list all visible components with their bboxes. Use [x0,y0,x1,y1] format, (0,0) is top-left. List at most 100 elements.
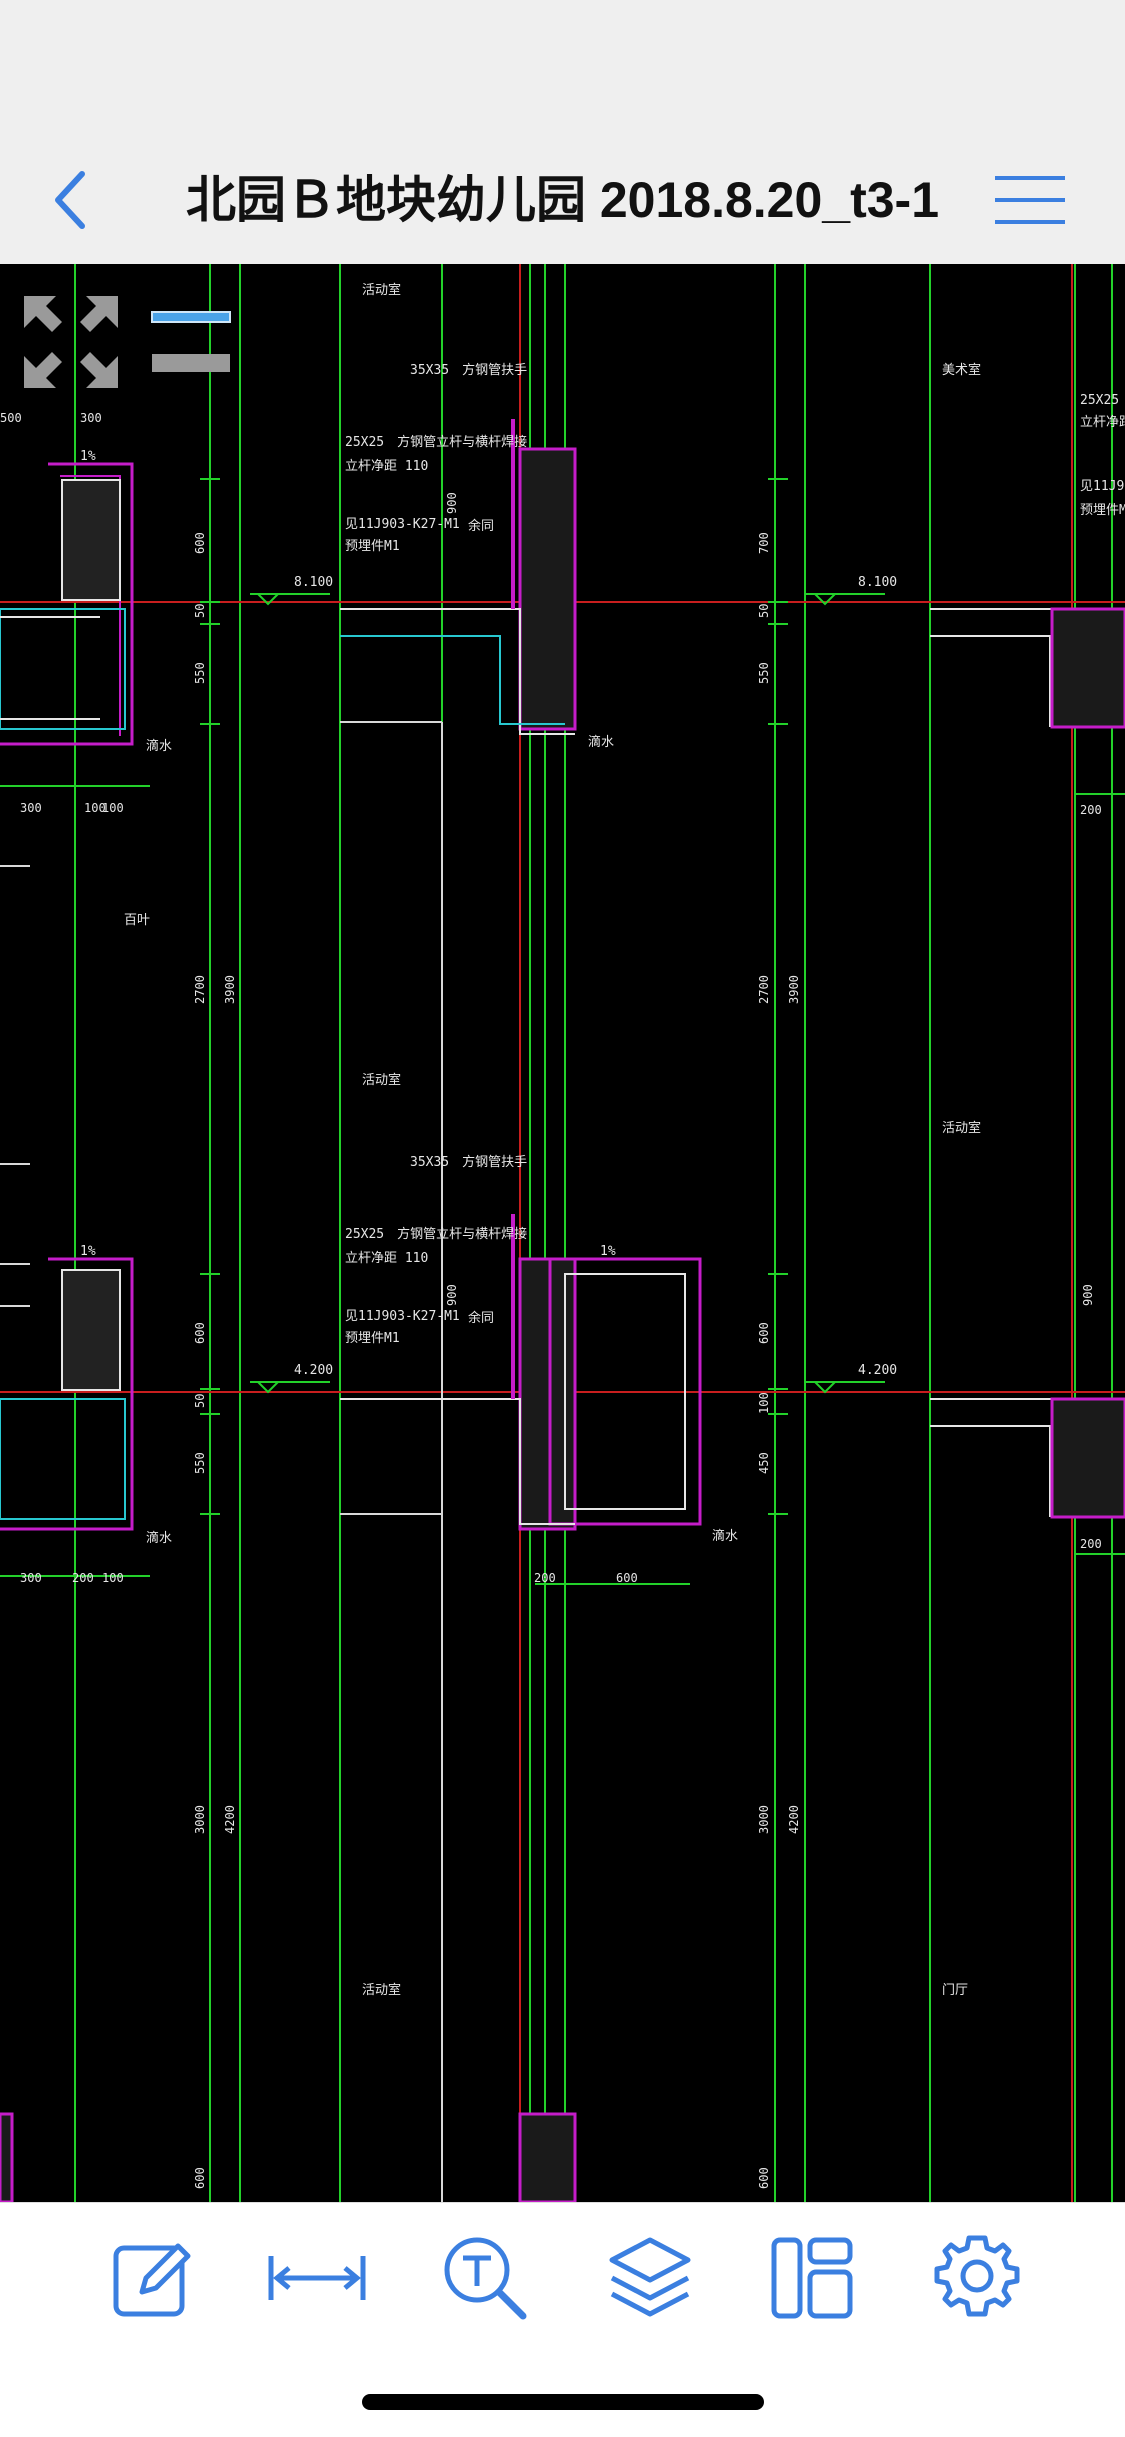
edit-icon [113,2243,191,2317]
text-search-button[interactable] [430,2223,540,2333]
dimension-value: 2700 [757,975,771,1004]
annotation: 立杆净距 [1080,415,1125,430]
annotation: 百叶 [124,913,150,928]
dimension-value: 450 [757,1452,771,1474]
dimension-value: 3900 [787,975,801,1004]
annotation: 余同 [468,1310,494,1326]
lower-left-parapet [0,1257,134,1531]
annotate-button[interactable] [95,2223,205,2333]
document-title: 北园Ｂ地块幼儿园 2018.8.20_t3-1 [185,172,940,228]
bottom-left-stub [0,2112,14,2202]
dimension-value: 600 [616,1571,638,1585]
annotation: 预埋件M [1080,503,1125,518]
layer-toggle-button[interactable] [150,304,232,384]
dimension-value: 700 [757,532,771,554]
annotation: 1% [80,449,96,464]
room-label: 活动室 [942,1120,981,1136]
dimension-value: 200 [534,1571,556,1585]
dimension-value: 600 [193,2167,207,2189]
back-button[interactable] [40,160,100,240]
room-label: 门厅 [942,1983,968,1998]
dimension-value: 550 [193,1452,207,1474]
dimension-value: 900 [1081,1284,1095,1306]
annotation: 25X25 方钢管立杆与横杆焊接 [345,1226,527,1242]
level-value: 4.200 [858,1363,897,1378]
chevron-left-icon [55,171,85,229]
room-label: 活动室 [362,1982,401,1998]
room-label: 活动室 [362,1072,401,1088]
dimension-value: 600 [757,2167,771,2189]
dimension-value: 600 [193,532,207,554]
lower-right-parapet [930,1397,1125,1519]
annotation: 35X35 方钢管扶手 [410,1154,527,1170]
dimension-value: 50 [757,604,771,618]
navigation-bar: 北园Ｂ地块幼儿园 2018.8.20_t3-1 [0,0,1125,264]
dimension-value: 100 [102,1571,124,1585]
floor-lines [0,721,443,2202]
layer-toggle-icon [151,311,231,372]
annotation: 余同 [468,518,494,534]
dimension-value: 300 [80,411,102,425]
measure-icon [268,2256,366,2300]
layout-icon [771,2237,853,2319]
annotation: 见11J903- [1080,479,1125,494]
layers-icon [609,2237,691,2317]
hamburger-menu-icon [995,176,1065,224]
upper-left-parapet [0,462,134,746]
room-label: 美术室 [942,362,981,378]
dimension-value: 300 [20,1571,42,1585]
level-value: 8.100 [858,575,897,590]
dimension-value: 500 [0,411,22,425]
dimension-value: 900 [445,492,459,514]
grid-lines-vertical [74,264,1113,2202]
measure-button[interactable] [262,2223,372,2333]
bottom-parapet-stub [518,2112,577,2202]
dimension-value: 4200 [223,1805,237,1834]
level-markers [250,593,885,1394]
settings-button[interactable] [922,2223,1032,2333]
dimension-value: 3900 [223,975,237,1004]
text-search-icon [444,2237,527,2320]
settings-icon [934,2235,1020,2317]
annotation: 25X25 方钢管立杆与横杆焊接 [345,434,527,450]
dimension-value: 100 [102,801,124,815]
menu-button[interactable] [985,168,1075,232]
annotation: 滴水 [588,734,614,750]
annotation: 滴水 [712,1528,738,1544]
annotation: 35X35 方钢管扶手 [410,362,527,378]
dimension-value: 550 [193,662,207,684]
annotation: 立杆净距 110 [345,459,428,474]
fit-screen-button[interactable] [22,294,120,390]
upper-right-parapet [930,607,1125,729]
dimension-value: 200 [1080,803,1102,817]
dimension-value: 4200 [787,1805,801,1834]
home-indicator[interactable] [362,2394,764,2410]
dimension-value: 50 [193,604,207,618]
dimension-value: 50 [193,1394,207,1408]
annotation: 立杆净距 110 [345,1251,428,1266]
layout-button[interactable] [757,2223,867,2333]
dimension-value: 600 [757,1322,771,1344]
dimension-value: 100 [84,801,106,815]
annotation: 1% [80,1244,96,1259]
fit-screen-arrows-icon [24,296,118,388]
cad-drawing-canvas[interactable]: 活动室 活动室 活动室 美术室 活动室 门厅 35X35 方钢管扶手 25X25… [0,264,1125,2202]
cad-drawing: 活动室 活动室 活动室 美术室 活动室 门厅 35X35 方钢管扶手 25X25… [0,264,1125,2202]
level-value: 8.100 [294,575,333,590]
dimension-value: 600 [193,1322,207,1344]
dimension-value: 550 [757,662,771,684]
annotation: 滴水 [146,738,172,754]
upper-middle-parapet [340,419,577,735]
dimension-value: 200 [1080,1537,1102,1551]
dimension-value: 900 [445,1284,459,1306]
layers-button[interactable] [595,2223,705,2333]
dimension-value: 2700 [193,975,207,1004]
annotation: 见11J903-K27-M1 [345,517,460,532]
annotation: 见11J903-K27-M1 [345,1309,460,1324]
dimension-value: 100 [757,1392,771,1414]
lower-middle-parapet [340,1214,702,1531]
dimension-value: 3000 [193,1805,207,1834]
dimension-value: 300 [20,801,42,815]
annotation: 预埋件M1 [345,539,400,554]
annotation: 1% [600,1244,616,1259]
